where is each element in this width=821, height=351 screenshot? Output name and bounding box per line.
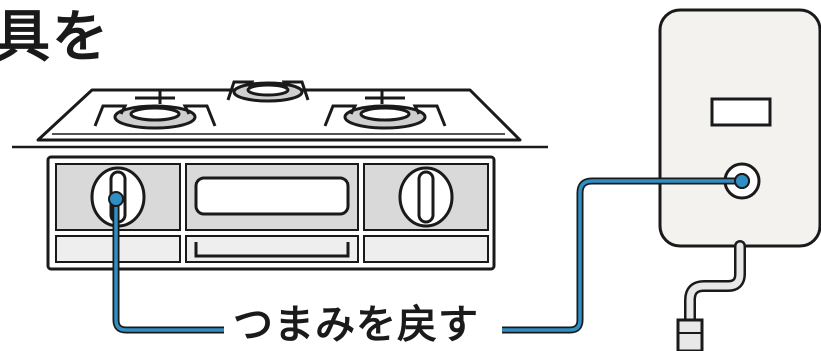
stove-front [46, 155, 496, 271]
left-burner-icon [93, 90, 217, 130]
center-burner-icon [226, 80, 310, 103]
blue-lines [114, 179, 742, 332]
heading-text: 具を [0, 5, 110, 70]
right-burner-icon [323, 90, 447, 130]
heater-marker [734, 173, 750, 189]
caption-text: つまみを戻す [233, 302, 479, 348]
left-knob-marker [108, 191, 124, 207]
right-knob-icon [398, 166, 454, 228]
